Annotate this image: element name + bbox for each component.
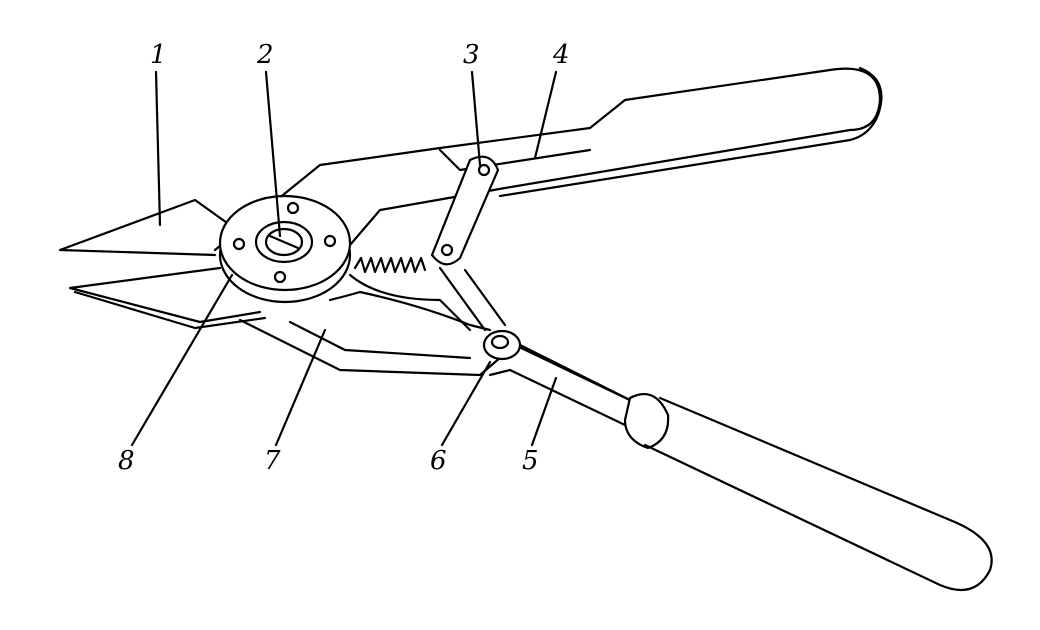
leader-5 [530,376,558,447]
upper-handle-rim [498,66,883,198]
leader-1 [154,70,162,227]
leader-lines [130,70,558,447]
label-6: 6 [430,446,447,476]
label-2: 2 [257,40,274,70]
arm-link [348,266,507,332]
upper-handle [213,67,882,252]
lower-jaw-top [328,290,492,332]
leader-4 [533,70,558,160]
leader-6 [440,360,492,447]
link-plate [430,155,500,266]
label-8: 8 [118,446,135,476]
spring [353,256,427,274]
leader-7 [274,328,327,447]
washer-hole [232,237,246,251]
washer-hole [323,234,337,248]
lower-handle-collar [623,393,670,450]
lower-jaw-inner [288,320,472,360]
link-pin-bottom [440,243,454,257]
bolt-slot [268,234,300,250]
lower-blade [68,266,262,324]
leader-3 [470,70,482,167]
label-4: 4 [553,40,570,70]
label-5: 5 [522,446,539,476]
leader-8 [130,273,234,447]
lower-handle-grip [643,396,993,592]
label-7: 7 [264,446,281,476]
leader-2 [264,70,282,238]
label-3: 3 [463,40,480,70]
upper-handle-inner [438,148,592,172]
upper-blade [58,198,232,257]
link-pin-top [477,163,491,177]
washer-hole [286,201,300,215]
pivot-pin-6-hole [490,334,510,350]
lower-jaw [238,318,642,407]
lower-handle-sleeve [488,343,632,427]
label-1: 1 [150,40,167,70]
washer-hole [273,270,287,284]
